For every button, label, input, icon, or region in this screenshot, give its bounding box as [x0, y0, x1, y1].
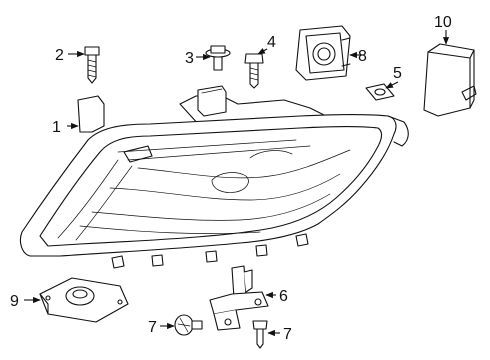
callout-leaders	[24, 30, 450, 337]
callout-1: 1	[52, 119, 61, 136]
callout-9: 9	[10, 293, 19, 310]
bracket	[209, 265, 269, 331]
ballast-module	[295, 25, 351, 81]
callout-5: 5	[393, 65, 402, 82]
small-screw	[252, 320, 268, 349]
screw-long	[84, 46, 100, 84]
callout-2: 2	[55, 47, 64, 64]
control-unit	[423, 43, 477, 117]
headlamp-assembly	[19, 85, 409, 269]
callout-8: 8	[358, 48, 367, 65]
callout-4: 4	[267, 34, 276, 51]
callout-3: 3	[185, 50, 194, 67]
bolt	[244, 53, 264, 89]
callout-7-clip: 7	[148, 319, 157, 336]
callout-6: 6	[279, 288, 288, 305]
screw-washer	[205, 45, 231, 71]
callout-10: 10	[434, 14, 452, 31]
igniter-module	[39, 277, 129, 323]
callout-7-screw: 7	[283, 326, 292, 343]
push-clip	[174, 314, 203, 336]
